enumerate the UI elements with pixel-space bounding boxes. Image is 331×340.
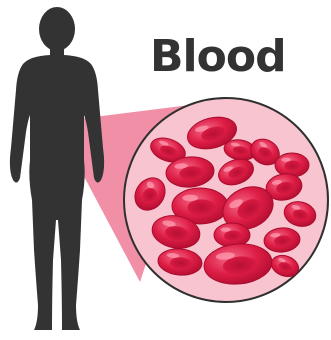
red-blood-cell bbox=[275, 153, 309, 177]
page-title: Blood bbox=[150, 32, 320, 82]
red-blood-cell bbox=[214, 223, 250, 247]
